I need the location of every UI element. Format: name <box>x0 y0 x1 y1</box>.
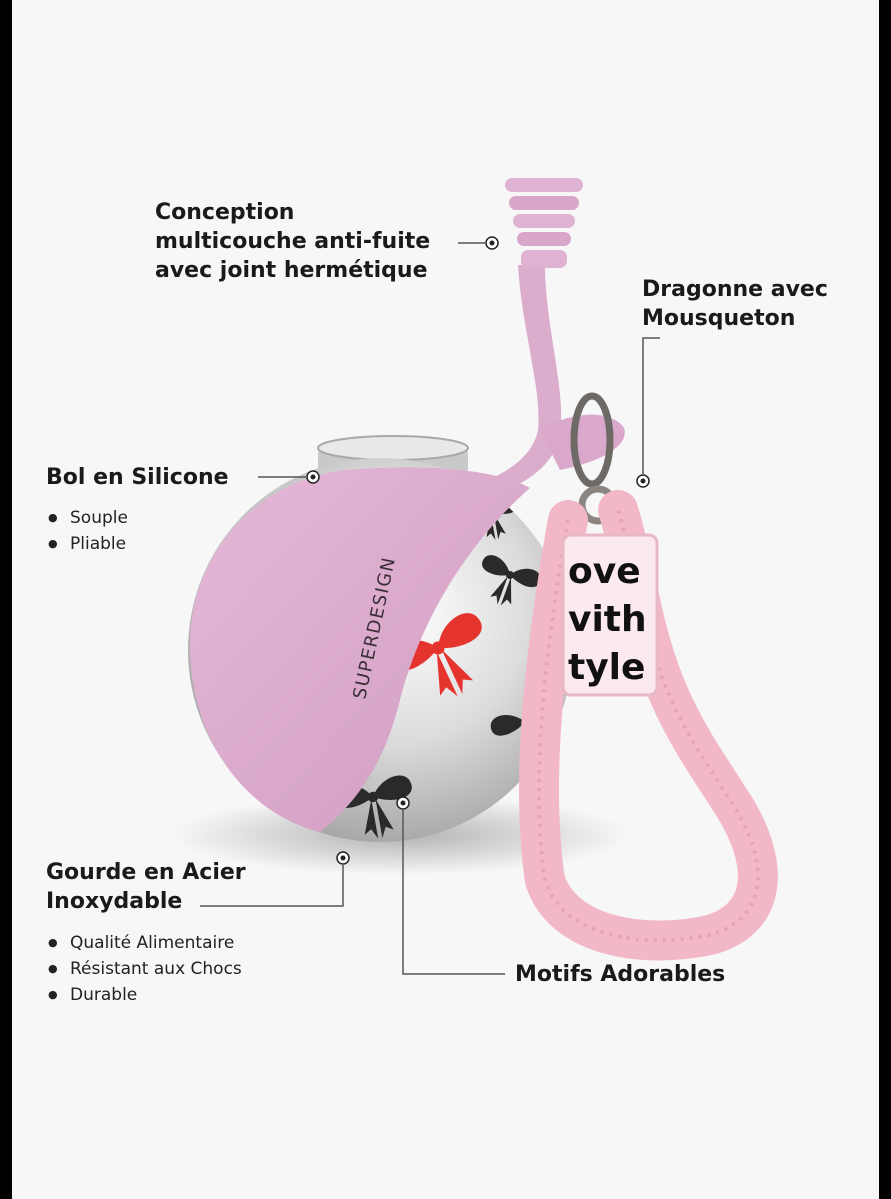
sleeve-text: tyle <box>568 647 645 688</box>
callout-patterns: Motifs Adorables <box>515 962 726 987</box>
callout-bottle: Gourde en Acier Inoxydable <box>46 860 246 914</box>
callout-seal: Conception multicouche anti-fuite avec j… <box>155 200 431 283</box>
bottle-bullet-list: Qualité Alimentaire Résistant aux Chocs … <box>48 930 242 1008</box>
bottle-bullet: Qualité Alimentaire <box>48 930 242 956</box>
bottle-bullet: Durable <box>48 982 242 1008</box>
strap-sleeve <box>561 533 659 697</box>
sleeve-text: vith <box>568 599 647 640</box>
bowl-bullet: Pliable <box>48 531 128 557</box>
lid-plug <box>505 178 583 192</box>
bowl-bullet: Souple <box>48 505 128 531</box>
bottle-bullet: Résistant aux Chocs <box>48 956 242 982</box>
callout-bowl: Bol en Silicone <box>46 465 229 490</box>
product-infographic: SUPERDESIGN ove vith tyle Conception mul… <box>12 0 879 1199</box>
sleeve-text: ove <box>568 551 641 592</box>
product-illustration: SUPERDESIGN ove vith tyle <box>170 178 778 975</box>
leader-lines <box>200 242 660 975</box>
bowl-bullet-list: Souple Pliable <box>48 505 128 557</box>
silicone-bowl <box>189 467 530 832</box>
callout-strap: Dragonne avec Mousqueton <box>642 277 828 331</box>
lid-strap <box>445 265 562 508</box>
